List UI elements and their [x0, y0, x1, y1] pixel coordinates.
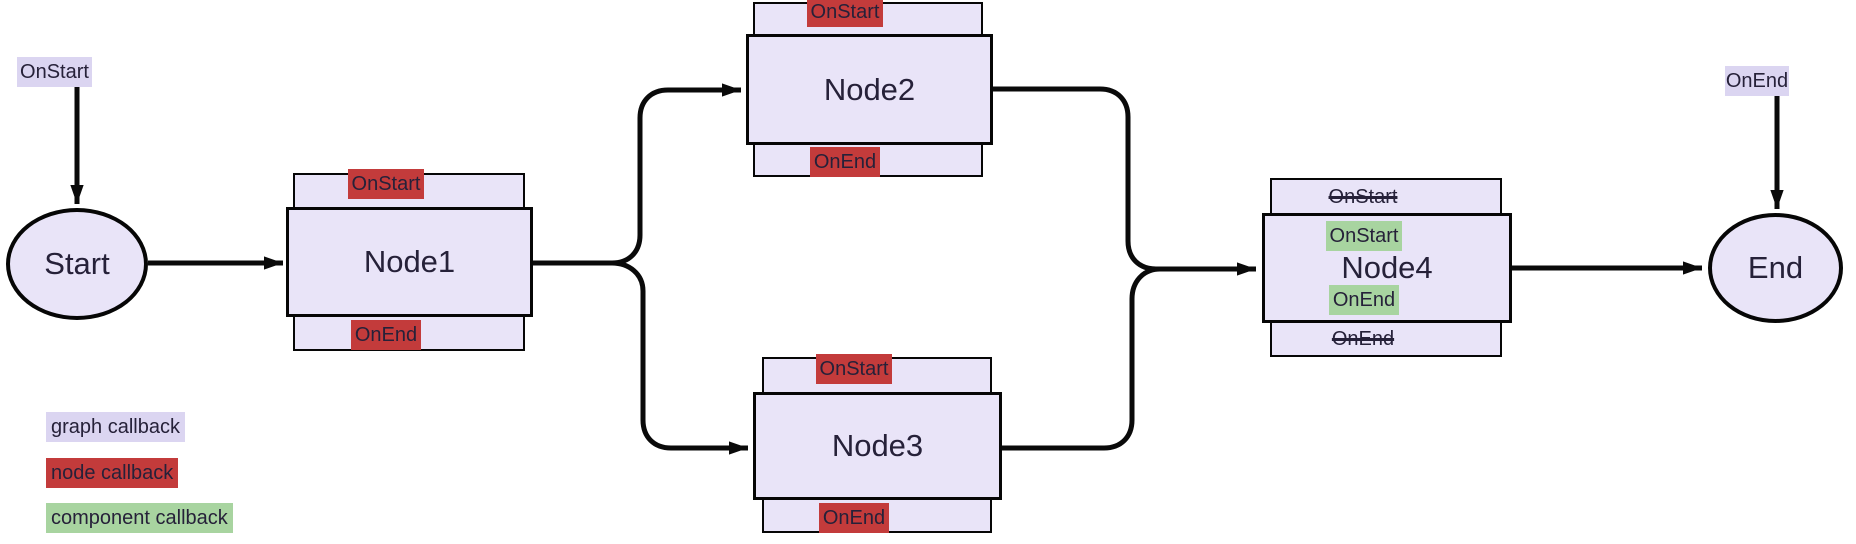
- node3-onstart-callback: OnStart: [815, 353, 893, 384]
- node4-title: Node4: [1341, 250, 1433, 285]
- graph-onend-label: OnEnd: [1725, 66, 1789, 96]
- node2-title: Node2: [823, 71, 916, 107]
- edge-node3-to-node4: [1002, 266, 1215, 451]
- node4-component-onstart-callback: OnStart: [1325, 221, 1403, 251]
- node1-onstart-tab: OnStart: [293, 169, 525, 207]
- node3-title: Node3: [831, 428, 924, 463]
- node2: Node2: [746, 34, 993, 145]
- node3-onend-tab: OnEnd: [762, 500, 992, 533]
- end-node: End: [1708, 213, 1843, 323]
- node1-onend-tab: OnEnd: [293, 317, 525, 351]
- graph-onstart-label: OnStart: [17, 57, 92, 87]
- legend-graph-callback: graph callback: [46, 412, 185, 442]
- start-node-label: Start: [44, 246, 110, 281]
- node2-onstart-callback: OnStart: [806, 0, 884, 27]
- node4-onend-callback-overridden: OnEnd: [1331, 328, 1395, 350]
- node2-onstart-tab: OnStart: [753, 0, 983, 34]
- node3-onend-callback: OnEnd: [818, 502, 890, 533]
- node2-onend-tab: OnEnd: [753, 145, 983, 177]
- edge-node1-to-node2: [533, 83, 741, 266]
- node1: Node1: [286, 207, 533, 317]
- start-node: Start: [6, 208, 148, 320]
- edge-node2-to-node4: [993, 86, 1256, 276]
- node2-onend-callback: OnEnd: [809, 147, 881, 177]
- legend-node-callback: node callback: [46, 458, 179, 488]
- node1-onstart-callback: OnStart: [347, 169, 425, 199]
- node1-title: Node1: [363, 244, 456, 279]
- node4-onend-tab: OnEnd: [1270, 323, 1502, 357]
- legend-component-callback: component callback: [46, 503, 233, 533]
- edge-node1-to-node3: [533, 260, 748, 455]
- node4-component-onend-callback: OnEnd: [1328, 285, 1400, 315]
- node3-onstart-tab: OnStart: [762, 353, 992, 392]
- node3: Node3: [753, 392, 1002, 500]
- node4-onstart-callback-overridden: OnStart: [1328, 185, 1398, 208]
- node4-onstart-tab: OnStart: [1270, 178, 1502, 213]
- node4: OnStart Node4 OnEnd: [1262, 213, 1512, 323]
- node1-onend-callback: OnEnd: [350, 320, 422, 350]
- end-node-label: End: [1747, 250, 1804, 285]
